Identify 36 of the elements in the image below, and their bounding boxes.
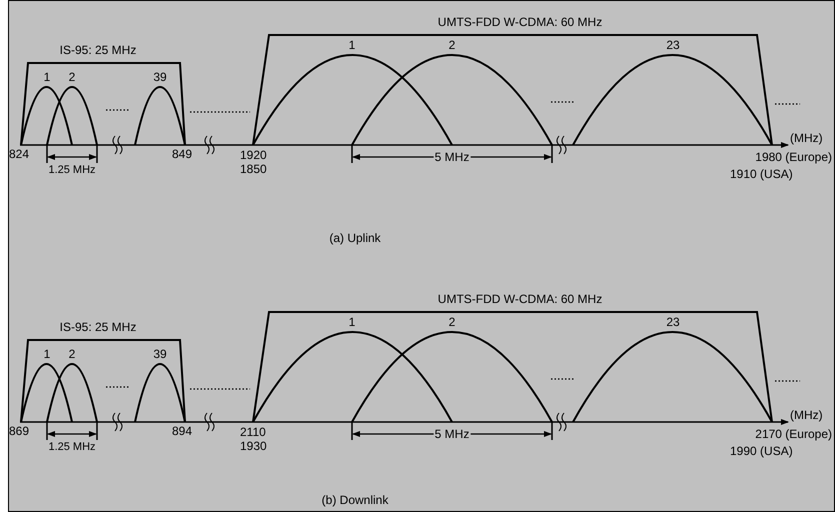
channel-number: 1: [44, 70, 50, 84]
bandwidth-label: 5 MHz: [434, 150, 470, 164]
band-title: IS-95: 25 MHz: [60, 320, 136, 334]
channel-number: 1: [44, 347, 50, 361]
channel-number: 39: [153, 70, 167, 84]
band-title: IS-95: 25 MHz: [60, 43, 136, 57]
frequency-value: 1850: [240, 162, 267, 176]
frequency-value: 869: [9, 424, 30, 438]
channel-number: 2: [68, 347, 76, 361]
channel-number: 23: [666, 315, 680, 329]
channel-number: 1: [348, 38, 356, 52]
channel-number: 39: [153, 347, 167, 361]
channel-number: 2: [448, 315, 456, 329]
panel-caption: (b) Downlink: [322, 493, 388, 507]
band-title: UMTS-FDD W-CDMA: 60 MHz: [438, 292, 602, 306]
frequency-value: 1920: [240, 148, 267, 162]
frequency-value: 894: [172, 424, 192, 438]
axis-unit: (MHz): [790, 131, 823, 145]
band-title: UMTS-FDD W-CDMA: 60 MHz: [438, 15, 602, 29]
channel-number: 23: [666, 38, 680, 52]
bandwidth-label: 5 MHz: [434, 427, 470, 441]
frequency-value: 2170 (Europe): [755, 427, 832, 441]
channel-number: 2: [68, 70, 76, 84]
axis-unit: (MHz): [790, 408, 823, 422]
channel-number: 2: [448, 38, 456, 52]
frequency-value: 824: [9, 147, 30, 161]
frequency-value: 2110: [240, 425, 266, 439]
bandwidth-label: 1.25 MHz: [48, 440, 96, 454]
frequency-value: 1990 (USA): [730, 444, 793, 458]
bandwidth-label: 1.25 MHz: [48, 163, 96, 177]
panel-caption: (a) Uplink: [329, 231, 381, 245]
frequency-value: 1930: [240, 439, 267, 453]
frequency-value: 849: [172, 147, 192, 161]
channel-number: 1: [348, 315, 356, 329]
frequency-value: 1980 (Europe): [755, 150, 832, 164]
frequency-value: 1910 (USA): [730, 167, 793, 181]
